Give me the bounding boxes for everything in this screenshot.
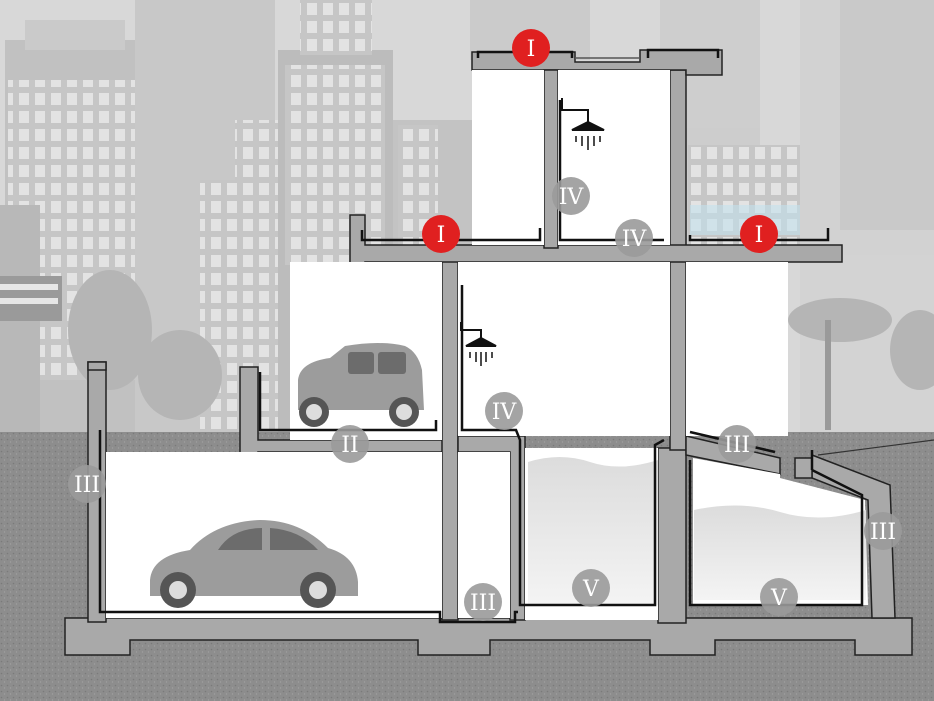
marker-circle bbox=[331, 425, 369, 463]
marker-label: V bbox=[582, 577, 600, 602]
marker-grey-V: V bbox=[572, 569, 610, 607]
car-icon bbox=[150, 520, 358, 608]
marker-grey-IV: IV bbox=[615, 219, 653, 257]
marker-label: IV bbox=[492, 400, 518, 425]
marker-grey-III: III bbox=[68, 465, 106, 503]
marker-grey-III: III bbox=[718, 425, 756, 463]
marker-label: II bbox=[341, 433, 358, 458]
shower-icon bbox=[460, 322, 497, 366]
building-structure bbox=[64, 49, 913, 656]
marker-label: IV bbox=[559, 185, 585, 210]
marker-label: I bbox=[527, 37, 536, 62]
marker-label: III bbox=[74, 473, 100, 498]
tree-icon bbox=[68, 270, 934, 430]
water-body bbox=[528, 457, 866, 605]
marker-label: I bbox=[437, 223, 446, 248]
marker-circle bbox=[572, 569, 610, 607]
marker-circle bbox=[68, 465, 106, 503]
marker-grey-III: III bbox=[464, 583, 502, 621]
marker-circle bbox=[760, 578, 798, 616]
shower-icon bbox=[561, 98, 605, 150]
marker-grey-IV: IV bbox=[485, 392, 523, 430]
marker-grey-V: V bbox=[760, 578, 798, 616]
marker-circle bbox=[615, 219, 653, 257]
marker-grey-II: II bbox=[331, 425, 369, 463]
marker-circle bbox=[740, 215, 778, 253]
marker-grey-III: III bbox=[864, 512, 902, 550]
marker-circle bbox=[464, 583, 502, 621]
marker-label: III bbox=[724, 433, 750, 458]
marker-circle bbox=[552, 177, 590, 215]
marker-circle bbox=[718, 425, 756, 463]
marker-red-I: I bbox=[422, 215, 460, 253]
marker-label: III bbox=[870, 520, 896, 545]
marker-label: IV bbox=[622, 227, 648, 252]
marker-red-I: I bbox=[512, 29, 550, 67]
marker-red-I: I bbox=[740, 215, 778, 253]
marker-label: III bbox=[470, 591, 496, 616]
marker-circle bbox=[864, 512, 902, 550]
car-icon bbox=[298, 343, 424, 427]
marker-grey-IV: IV bbox=[552, 177, 590, 215]
marker-label: I bbox=[755, 223, 764, 248]
marker-circle bbox=[422, 215, 460, 253]
marker-circle bbox=[485, 392, 523, 430]
marker-label: V bbox=[770, 586, 788, 611]
marker-circle bbox=[512, 29, 550, 67]
